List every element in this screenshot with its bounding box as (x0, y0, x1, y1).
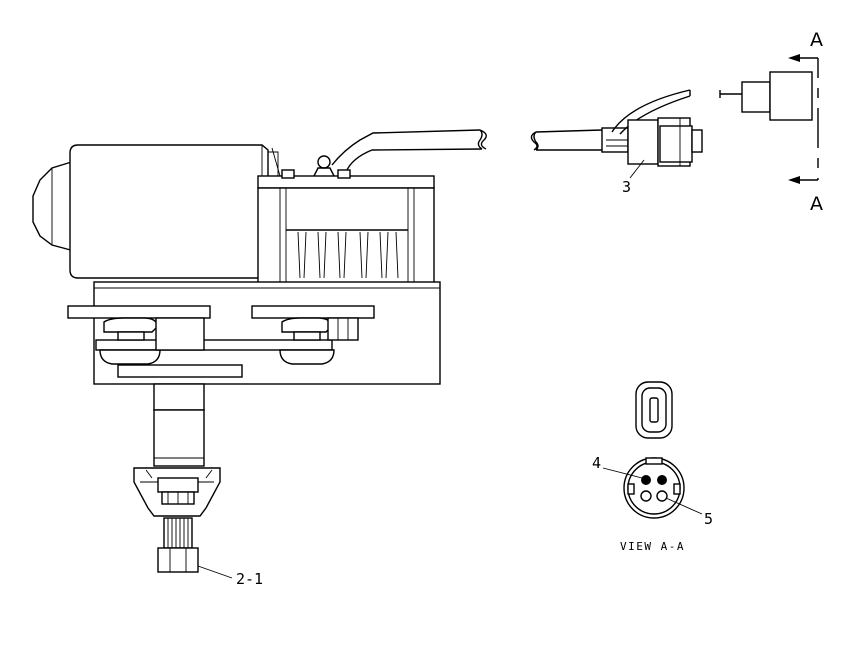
connector-face-view (623, 457, 685, 519)
gearbox-block (257, 169, 435, 285)
motor-housing (69, 144, 281, 279)
pin-open-right (656, 490, 668, 502)
linkage-arms (67, 305, 375, 378)
mating-plug (719, 71, 813, 121)
pin-filled-right (657, 475, 667, 485)
shaft-boot (133, 467, 221, 517)
shaft-nut (157, 547, 199, 573)
pin-filled-left (641, 475, 651, 485)
harness-connector (530, 89, 703, 167)
wiper-motor-assembly: 2-1 (32, 129, 487, 588)
callout-5-label: 5 (704, 510, 713, 528)
section-letter-bottom: A (810, 193, 823, 215)
output-shaft (153, 317, 205, 467)
callout-4-label: 4 (592, 454, 601, 472)
callout-4: 4 (592, 454, 643, 479)
section-letter-top: A (810, 29, 823, 51)
section-line-a-a: A A (788, 29, 823, 215)
callout-3-label: 3 (622, 178, 631, 196)
wire-clip (313, 155, 335, 177)
connector-side-view (635, 381, 673, 439)
callout-2-1-label: 2-1 (236, 570, 263, 588)
callout-5: 5 (665, 497, 713, 528)
callout-3: 3 (622, 159, 645, 196)
pin-open-left (640, 490, 652, 502)
callout-2-1: 2-1 (197, 565, 263, 588)
view-a-a-label: VIEW A-A (620, 540, 685, 553)
motor-cable (331, 129, 487, 173)
grommet-right (279, 317, 359, 365)
spline-shaft (163, 517, 193, 549)
